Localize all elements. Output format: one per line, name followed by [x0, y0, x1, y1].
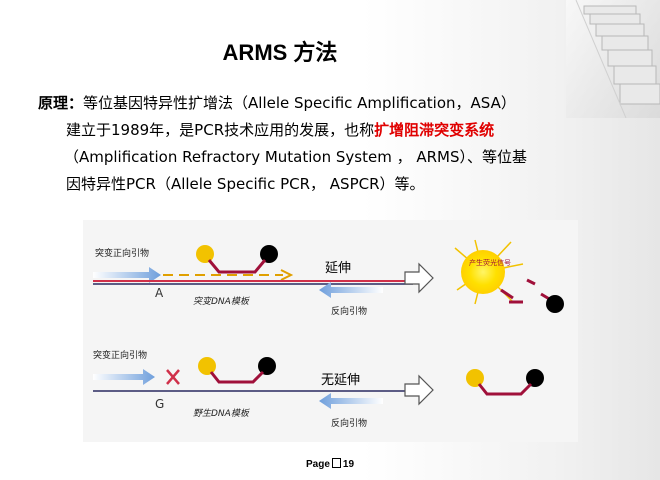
top-reverse-primer-label: 反向引物: [331, 305, 367, 317]
top-result-arrow: [404, 262, 434, 294]
intact-probe-quencher: [526, 369, 544, 387]
top-extension-arrowhead: [280, 269, 294, 281]
paragraph-line-2: 建立于1989年，是PCR技术应用的发展，也称扩增阻滞突变系统: [66, 121, 495, 139]
bottom-no-extend-label: 无延伸: [321, 373, 360, 388]
top-extend-label: 延伸: [325, 261, 351, 276]
top-reverse-arrow: [319, 282, 383, 298]
top-template-label: 突变DNA模板: [193, 296, 251, 307]
arms-diagram-svg: 突变正向引物 A 延伸 突变DNA模板 反向引物: [93, 239, 564, 429]
bottom-probe-quencher: [258, 357, 276, 375]
intact-probe-linker: [477, 382, 533, 396]
page-number: 19: [342, 459, 355, 470]
arms-diagram: 突变正向引物 A 延伸 突变DNA模板 反向引物: [83, 220, 578, 442]
paragraph-line-3: （Amplification Refractory Mutation Syste…: [64, 148, 527, 166]
mismatch-x-mark: [166, 369, 180, 385]
principle-paragraph: 原理：等位基因特异性扩增法（Allele Specific Amplificat…: [38, 90, 638, 198]
top-forward-arrow: [93, 267, 161, 283]
top-forward-primer-label: 突变正向引物: [95, 247, 149, 259]
paragraph-line-1: 原理：等位基因特异性扩增法（Allele Specific Amplificat…: [38, 94, 516, 112]
released-quencher: [546, 295, 564, 313]
highlight-arms-chinese: 扩增阻滞突变系统: [374, 121, 495, 139]
bottom-probe-linker: [209, 370, 265, 384]
bottom-base-label: G: [155, 397, 164, 411]
bottom-template-label: 野生DNA模板: [193, 408, 251, 419]
staircase-decoration: [566, 0, 660, 118]
intact-probe-reporter: [466, 369, 484, 387]
fluorescence-burst: 产生荧光信号: [454, 239, 524, 305]
slide-title: ARMS 方法: [222, 40, 338, 65]
principle-label: 原理：: [38, 94, 84, 112]
cleaved-segment-1: [500, 288, 514, 300]
fluorescence-signal-label: 产生荧光信号: [469, 258, 511, 267]
paragraph-line-4: 因特异性PCR（Allele Specific PCR， ASPCR）等。: [66, 175, 425, 193]
bottom-probe-reporter: [198, 357, 216, 375]
page-symbol-box: [331, 458, 341, 468]
bottom-reverse-arrow: [319, 393, 383, 409]
bottom-reverse-primer-label: 反向引物: [331, 417, 367, 429]
top-probe-linker: [207, 259, 267, 274]
top-base-label: A: [155, 286, 164, 300]
top-probe-quencher: [260, 245, 278, 263]
cleaved-segment-2: [526, 278, 536, 286]
top-probe-reporter: [196, 245, 214, 263]
bottom-forward-arrow: [93, 369, 155, 385]
bottom-result-arrow: [404, 374, 434, 406]
bottom-forward-primer-label: 突变正向引物: [93, 349, 147, 361]
